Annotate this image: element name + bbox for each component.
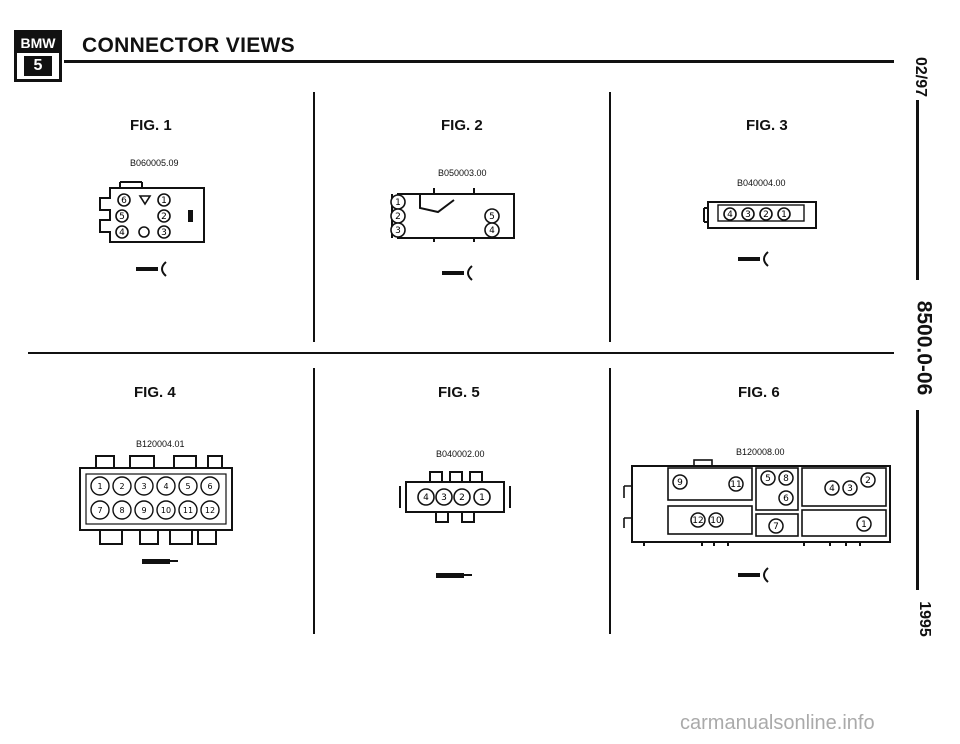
side-doc-number: 8500.0-06 xyxy=(912,300,936,396)
fig-4-pin: 7 xyxy=(97,506,102,515)
grid-divider-v2-top xyxy=(609,92,611,342)
fig-1-pin: 2 xyxy=(161,212,167,222)
fig-5-connector: 4 3 2 1 xyxy=(399,471,511,523)
grid-divider-v1-top xyxy=(313,92,315,342)
fig-4-pin: 3 xyxy=(141,482,146,491)
fig-6-pin: 4 xyxy=(829,484,835,494)
fig-4-pin: 2 xyxy=(119,482,124,491)
fig-3-pin: 2 xyxy=(763,210,769,220)
fig-6-pin: 7 xyxy=(773,522,779,532)
logo-top: BMW xyxy=(17,33,59,53)
fig-5-pin: 3 xyxy=(441,493,447,503)
fig-3-pin-symbol xyxy=(738,251,769,267)
fig-2-pin: 4 xyxy=(489,226,495,236)
logo-bottom: 5 xyxy=(23,56,53,76)
margin-rule-2 xyxy=(916,410,919,590)
fig-3-connector: 4 3 2 1 xyxy=(703,201,817,229)
fig-1-pin-symbol xyxy=(136,261,167,277)
fig-2-pin: 2 xyxy=(395,212,401,222)
fig-1-label: FIG. 1 xyxy=(130,117,172,134)
fig-1-pin: 4 xyxy=(119,228,125,238)
fig-3-pin: 1 xyxy=(781,210,787,220)
header-rule xyxy=(64,60,894,63)
fig-6-pin: 11 xyxy=(730,480,741,490)
fig-6-label: FIG. 6 xyxy=(738,384,780,401)
fig-6-pin: 10 xyxy=(710,516,722,526)
fig-2-pin-symbol xyxy=(442,265,473,281)
fig-4-label: FIG. 4 xyxy=(134,384,176,401)
fig-5-pin: 4 xyxy=(423,493,429,503)
fig-6-pin: 1 xyxy=(861,520,867,530)
fig-6-pin: 6 xyxy=(783,494,789,504)
fig-6-pin: 5 xyxy=(765,474,771,484)
fig-6-pin: 9 xyxy=(677,478,683,488)
fig-4-pin: 11 xyxy=(183,506,193,515)
fig-4-pin: 5 xyxy=(185,482,190,491)
grid-divider-v1-bot xyxy=(313,368,315,634)
fig-4-pin: 4 xyxy=(163,482,168,491)
fig-4-pin: 1 xyxy=(97,482,102,491)
fig-1-pin: 3 xyxy=(161,228,167,238)
fig-2-connector: 1 2 3 5 4 xyxy=(390,188,515,242)
fig-6-pin: 8 xyxy=(783,474,789,484)
page-title: CONNECTOR VIEWS xyxy=(82,34,295,57)
fig-6-pin-symbol xyxy=(738,567,769,583)
fig-1-pin: 6 xyxy=(121,196,127,206)
fig-4-pin: 12 xyxy=(205,506,215,515)
fig-1-connector: 6 1 5 2 4 3 xyxy=(99,181,205,243)
fig-3-pin: 4 xyxy=(727,210,733,220)
grid-divider-horizontal xyxy=(28,352,894,354)
fig-5-code: B040002.00 xyxy=(436,449,485,459)
fig-5-label: FIG. 5 xyxy=(438,384,480,401)
fig-1-pin: 5 xyxy=(119,212,125,222)
fig-3-label: FIG. 3 xyxy=(746,117,788,134)
fig-1-code: B060005.09 xyxy=(130,158,179,168)
fig-4-pin: 9 xyxy=(141,506,146,515)
fig-5-pin-symbol xyxy=(436,573,472,578)
fig-6-connector: 9 11 5 8 6 4 3 2 12 10 7 1 xyxy=(623,459,891,546)
fig-4-code: B120004.01 xyxy=(136,439,185,449)
fig-6-pin: 2 xyxy=(865,476,871,486)
fig-2-pin: 5 xyxy=(489,212,495,222)
fig-5-pin: 1 xyxy=(479,493,485,503)
fig-3-pin: 3 xyxy=(745,210,751,220)
fig-3-code: B040004.00 xyxy=(737,178,786,188)
fig-4-pin: 6 xyxy=(207,482,212,491)
fig-4-pin-symbol xyxy=(142,559,178,564)
fig-2-label: FIG. 2 xyxy=(441,117,483,134)
fig-5-pin: 2 xyxy=(459,493,465,503)
fig-2-pin: 3 xyxy=(395,226,401,236)
fig-6-pin: 3 xyxy=(847,484,853,494)
margin-rule-1 xyxy=(916,100,919,280)
fig-2-pin: 1 xyxy=(395,198,401,208)
fig-4-connector: 1 2 3 4 5 6 7 8 9 10 11 12 xyxy=(79,455,233,545)
fig-4-pin: 10 xyxy=(161,506,171,515)
bmw-logo: BMW 5 xyxy=(14,30,62,82)
grid-divider-v2-bot xyxy=(609,368,611,634)
fig-4-pin: 8 xyxy=(119,506,124,515)
fig-1-pin: 1 xyxy=(161,196,167,206)
side-date: 02/97 xyxy=(912,56,930,98)
fig-6-code: B120008.00 xyxy=(736,447,785,457)
watermark: carmanualsonline.info xyxy=(680,712,875,734)
fig-6-pin: 12 xyxy=(692,516,703,526)
side-year: 1995 xyxy=(915,601,933,637)
fig-2-code: B050003.00 xyxy=(438,168,487,178)
